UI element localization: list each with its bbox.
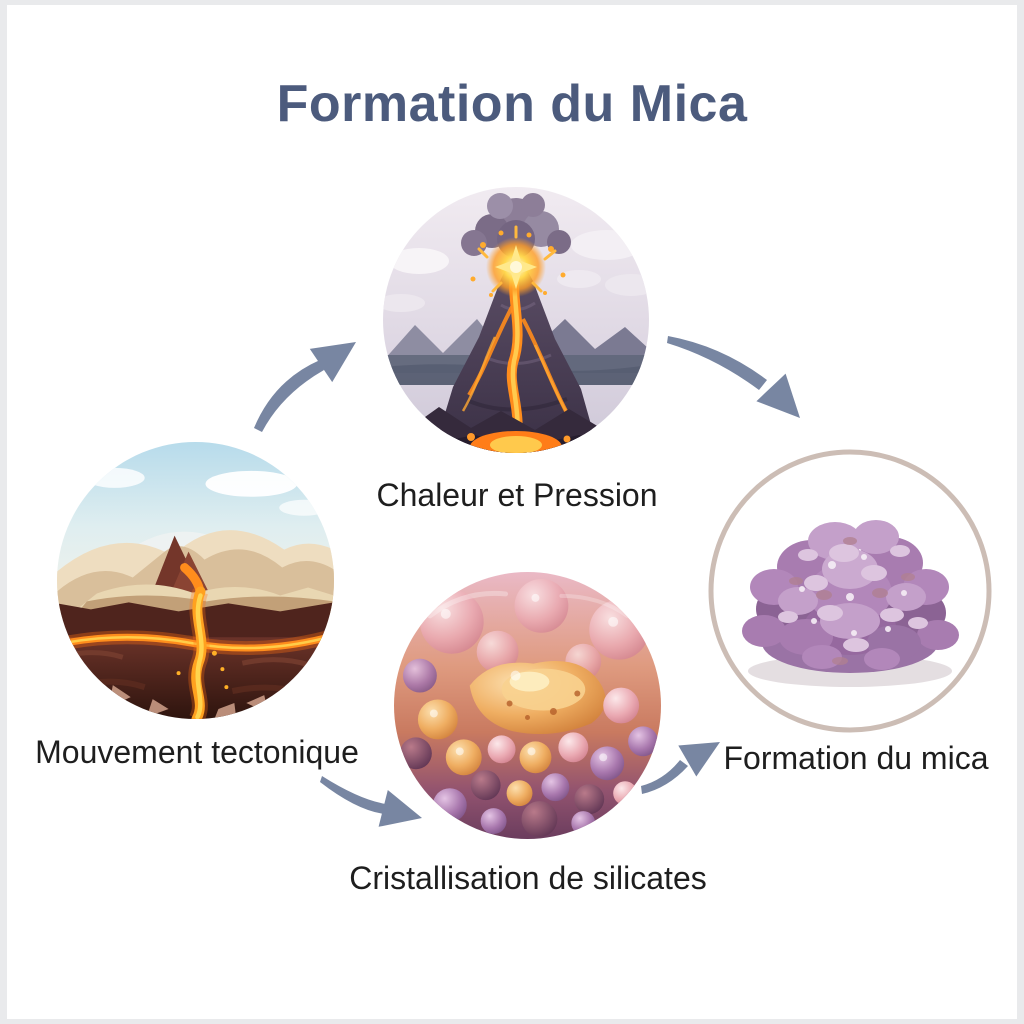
arrow-tectonic-to-crystallization [320,776,422,827]
tectonic-landscape-illustration [57,442,334,719]
tectonic-icon [57,442,334,719]
step-label-mica-formation: Formation du mica [723,740,989,776]
step-label-silicate-crystallization: Cristallisation de silicates [349,860,707,896]
mica-mineral-illustration [704,445,996,737]
volcano-eruption-illustration [383,187,649,453]
arrow-heat-to-mica [667,336,800,418]
crystallization-icon [394,572,661,839]
arrow-crystallization-to-mica [641,742,720,794]
volcano-icon [383,187,649,453]
arrow-tectonic-to-heat [254,342,356,432]
silicate-crystallization-illustration [394,572,661,839]
diagram-title: Formation du Mica [276,75,748,133]
step-label-tectonic-movement: Mouvement tectonique [35,734,359,770]
step-label-heat-pressure: Chaleur et Pression [376,477,658,513]
mica-icon [708,449,992,733]
